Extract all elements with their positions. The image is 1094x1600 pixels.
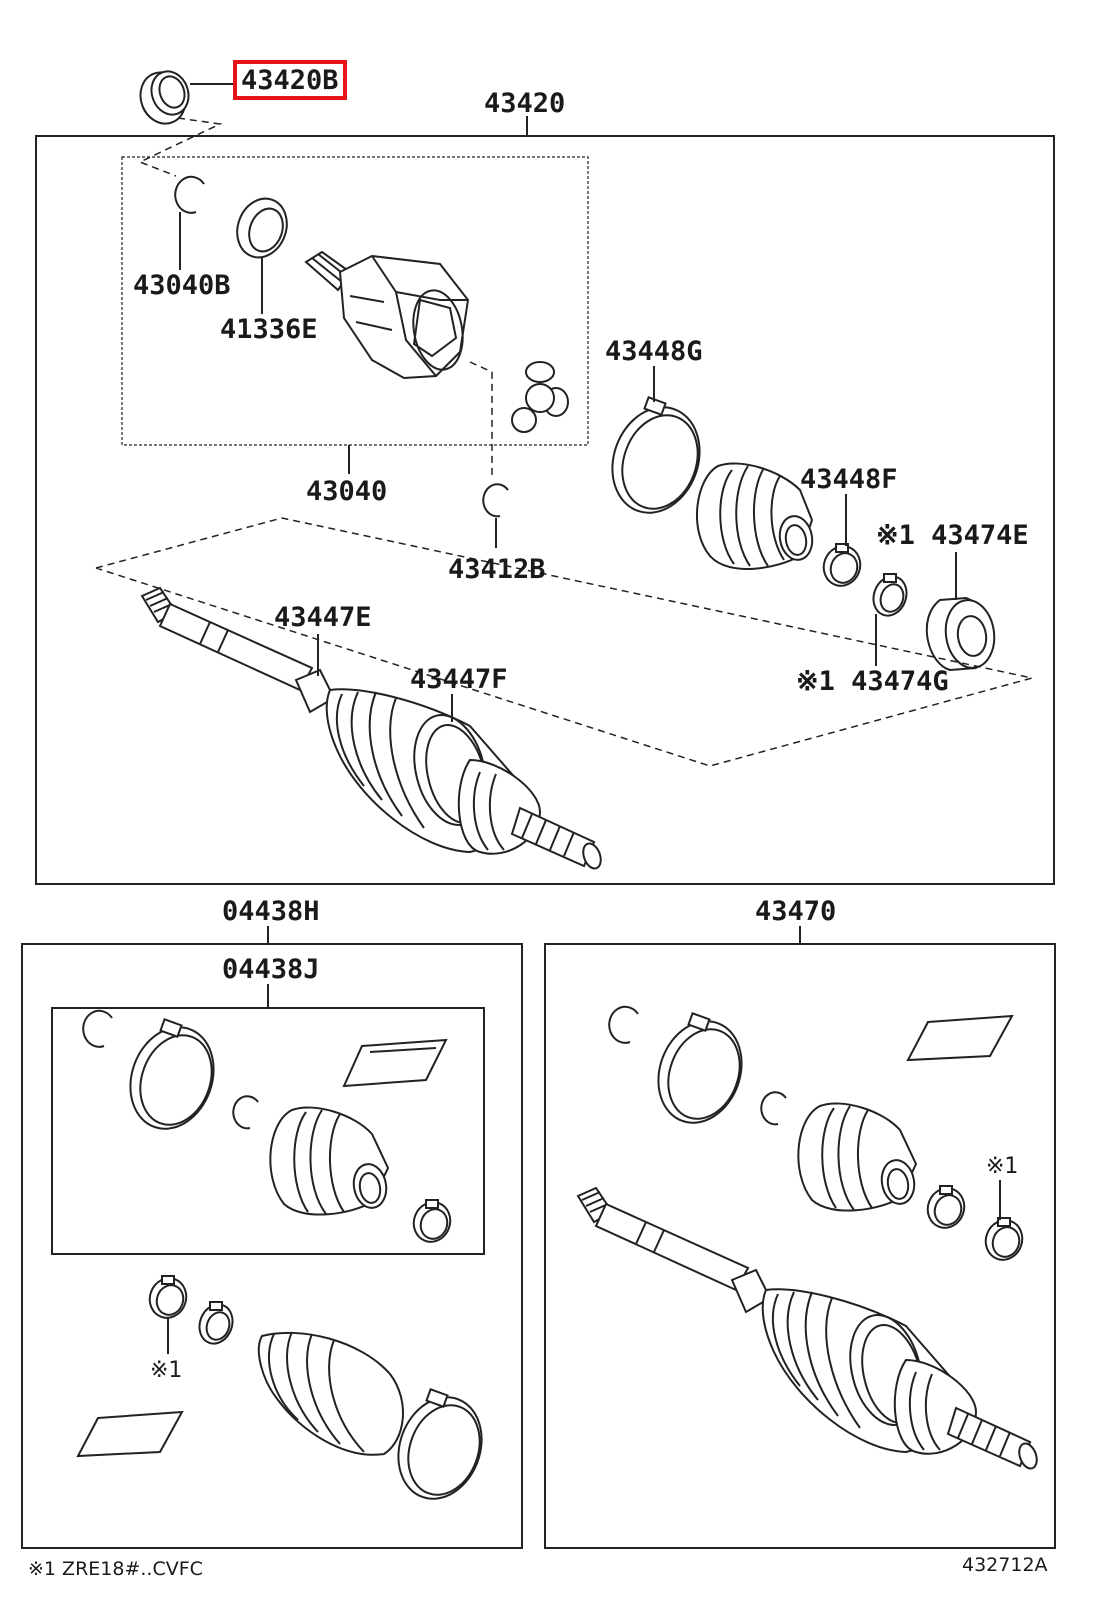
part-label-43448F[interactable]: 43448F: [800, 464, 898, 495]
damper-43474E: [925, 596, 996, 672]
asm-clamp-small-1: [926, 1185, 966, 1229]
snap-ring-43040B: [174, 175, 205, 214]
drive-shaft-assembly-43470: [576, 1186, 1038, 1470]
part-label-04438H[interactable]: 04438H: [222, 896, 320, 927]
part-label-41336E[interactable]: 41336E: [220, 314, 318, 345]
part-label-43040[interactable]: 43040: [306, 476, 388, 507]
kit-j-clamp-small: [412, 1199, 452, 1243]
drive-shaft-main: [140, 586, 602, 870]
part-label-43447E[interactable]: 43447E: [274, 602, 372, 633]
clamp-43448G: [611, 396, 701, 514]
part-label-43448G[interactable]: 43448G: [605, 336, 703, 367]
kit-h-clamp-1: [148, 1275, 188, 1319]
kit-j-grease-pack-edge: [369, 1047, 437, 1053]
part-label-43474E[interactable]: ※1 43474E: [876, 520, 1029, 551]
inboard-boot: [696, 462, 814, 570]
part-label-43412B[interactable]: 43412B: [448, 554, 546, 585]
snap-ring-43412B: [482, 483, 509, 518]
part-label-04438J[interactable]: 04438J: [222, 954, 320, 985]
part-label-43447F[interactable]: 43447F: [410, 664, 508, 695]
frame-43040: [121, 156, 589, 446]
asm-boot: [797, 1102, 918, 1212]
asm-snap-ring-small: [760, 1091, 787, 1126]
part-label-43420[interactable]: 43420: [484, 88, 566, 119]
clamp-43474G: [872, 573, 908, 617]
joint-housing-43040: [304, 250, 470, 380]
frame-04438H: [21, 943, 523, 1549]
kit-j-snap-ring-small: [232, 1095, 259, 1130]
seal-43420B: [139, 70, 190, 125]
asm-snap-ring-large: [608, 1005, 639, 1044]
drawing-number: 432712A: [962, 1554, 1048, 1576]
note-mark-kit: ※1: [150, 1358, 183, 1383]
dashed-guide-spider: [469, 361, 493, 476]
dashed-guide-seal: [138, 117, 223, 177]
part-label-43420B-highlighted[interactable]: 43420B: [233, 60, 347, 100]
kit-h-boot: [257, 1331, 404, 1456]
part-label-43040B[interactable]: 43040B: [133, 270, 231, 301]
kit-h-clamp-2: [198, 1301, 234, 1345]
ring-41336E: [236, 197, 288, 259]
kit-j-snap-ring-large: [82, 1009, 113, 1048]
footnote: ※1 ZRE18#..CVFC: [28, 1558, 203, 1580]
asm-grease-pack: [906, 1014, 1014, 1062]
kit-j-grease-pack: [342, 1038, 448, 1088]
part-label-43470[interactable]: 43470: [755, 896, 837, 927]
tripod-spider: [511, 361, 569, 433]
kit-j-boot: [269, 1106, 390, 1216]
kit-h-clamp-large: [397, 1388, 483, 1500]
note-mark-assembly: ※1: [986, 1154, 1019, 1179]
clamp-43448F: [822, 543, 862, 587]
part-label-43474G[interactable]: ※1 43474G: [796, 666, 949, 697]
kit-j-clamp-large: [129, 1018, 215, 1130]
asm-clamp-small-2: [984, 1217, 1024, 1261]
asm-clamp-large: [657, 1012, 743, 1124]
frame-43420: [35, 135, 1055, 885]
kit-h-grease-pack: [76, 1410, 184, 1458]
